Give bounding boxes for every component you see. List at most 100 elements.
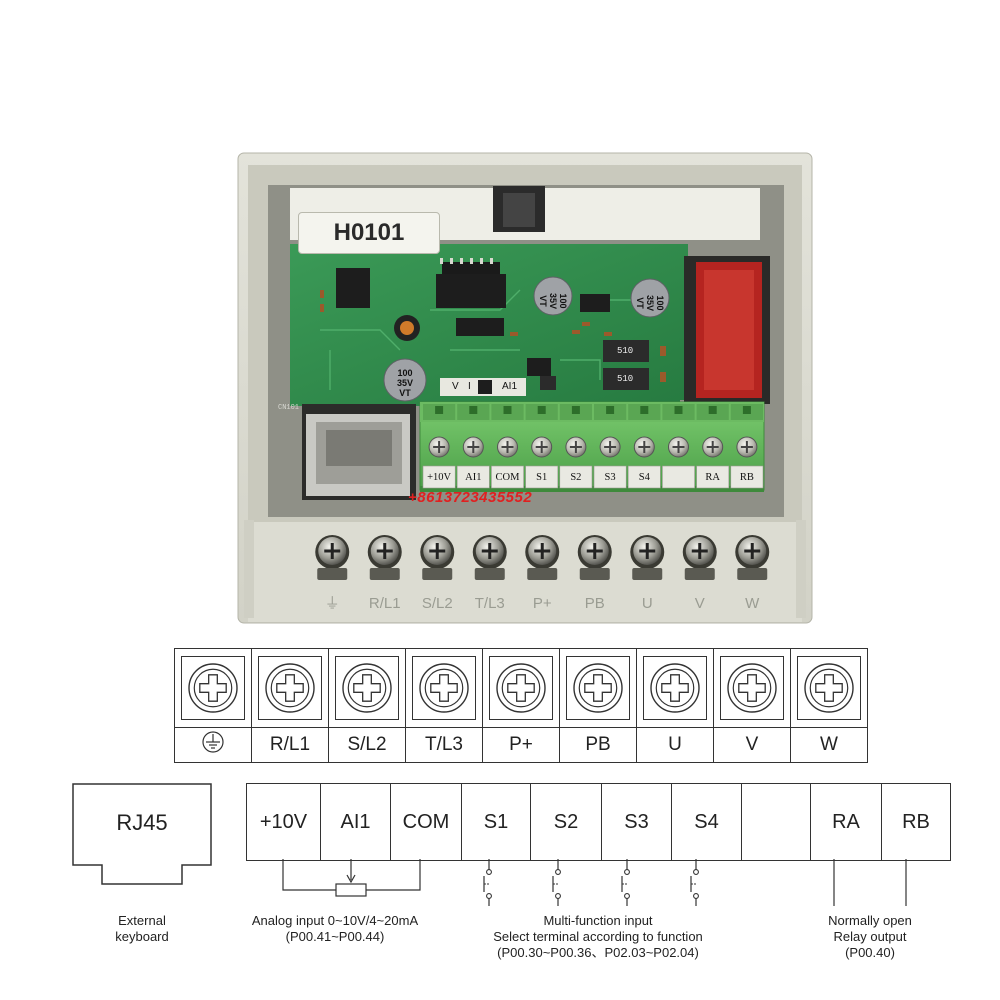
power-terminal-screw [735, 535, 770, 580]
cap-value: 100 [655, 295, 665, 311]
power-terminal-screw [367, 535, 402, 580]
note-line: (P00.40) [845, 945, 895, 960]
control-terminal-cell: COM [390, 783, 462, 861]
power-terminal-cell [328, 648, 406, 728]
screw-icon [258, 656, 322, 720]
power-terminal-label: PB [559, 727, 637, 763]
ground-icon [202, 731, 224, 753]
inverter-photo [237, 152, 813, 624]
resistor-code: 510 [617, 346, 634, 356]
jumper-label-i: I [468, 381, 471, 392]
control-terminal-screw [422, 404, 456, 489]
model-label: H0101 [298, 212, 440, 254]
product-photo: H0101 CN101 100 35V VT 100 35V VT 100 35… [237, 152, 813, 624]
control-terminal-screw [730, 404, 764, 489]
phone-watermark: +8613723435552 [408, 489, 533, 506]
note-line: Analog input 0~10V/4~20mA [251, 913, 419, 928]
control-terminal-screw [696, 404, 730, 489]
ground-terminal-label: ⏚ [324, 595, 340, 612]
power-terminal-label: T/L3 [474, 595, 505, 612]
power-terminal-label: U [636, 727, 714, 763]
ground-terminal-label [174, 727, 252, 763]
note-line: External [118, 913, 166, 928]
control-terminal-screw [593, 404, 627, 489]
screw-head-icon [342, 663, 392, 713]
power-terminal-cell [713, 648, 791, 728]
power-terminal-label: P+ [482, 727, 560, 763]
control-terminal-label [661, 469, 695, 487]
control-terminal-cell: RB [881, 783, 951, 861]
screw-icon [335, 656, 399, 720]
screw-icon [181, 656, 245, 720]
power-terminal-label: W [790, 727, 868, 763]
control-terminal-cell: S4 [671, 783, 742, 861]
control-terminal-label: +10V [259, 811, 308, 833]
cap-value: 100 [397, 368, 413, 378]
switch-icon [552, 869, 561, 899]
control-terminal-label: COM [495, 472, 520, 483]
note-analog-input: Analog input 0~10V/4~20mA (P00.41~P00.44… [210, 913, 460, 945]
note-line: Relay output [833, 929, 907, 944]
control-terminal-label: RB [902, 811, 930, 833]
rj45-outline [72, 783, 212, 885]
note-line: (P00.30~P00.36、P02.03~P02.04) [497, 945, 699, 960]
control-terminal-screw [627, 404, 661, 489]
cap-series: VT [538, 295, 548, 307]
cap-series: VT [399, 388, 411, 398]
control-terminal-label: S1 [483, 811, 509, 833]
screw-icon [720, 656, 784, 720]
power-terminal-cell [636, 648, 714, 728]
screw-icon [566, 656, 630, 720]
power-screw-row [174, 648, 868, 728]
note-line: Normally open [828, 913, 912, 928]
control-terminal-screw [456, 404, 490, 489]
wiring-lines [282, 859, 907, 906]
control-terminal-label: RB [739, 472, 754, 483]
power-terminal-label: PB [584, 595, 605, 612]
control-terminal-label: S2 [553, 811, 579, 833]
power-terminal-label: V [694, 595, 705, 612]
power-terminal-label: W [745, 595, 760, 612]
power-terminal-screw [577, 535, 612, 580]
screw-head-icon [650, 663, 700, 713]
control-terminal-label: AI1 [465, 472, 482, 483]
jumper-label-v: V [452, 381, 459, 392]
note-line: keyboard [115, 929, 169, 944]
control-terminal-cell: S3 [601, 783, 672, 861]
connector-label: CN101 [278, 404, 300, 412]
screw-icon [643, 656, 707, 720]
control-terminal-label: S2 [570, 472, 582, 483]
screw-head-icon [496, 663, 546, 713]
control-terminal-label: RA [832, 811, 860, 833]
switch-icon [483, 869, 492, 899]
power-terminal-label: S/L2 [328, 727, 406, 763]
power-terminal-label: P+ [532, 595, 552, 612]
cap-value: 100 [558, 293, 568, 309]
control-terminal-label: +10V [427, 472, 452, 483]
switch-icon [690, 869, 699, 899]
power-terminal-cell [559, 648, 637, 728]
power-terminal-screw [525, 535, 560, 580]
control-terminal-label: S1 [536, 472, 548, 483]
cap-voltage: 35V [548, 292, 558, 309]
control-terminal-screw [559, 404, 593, 489]
screw-head-icon [573, 663, 623, 713]
screw-icon [412, 656, 476, 720]
resistor-code: 510 [617, 374, 634, 384]
power-terminal-screw [682, 535, 717, 580]
screw-head-icon [265, 663, 315, 713]
power-terminal-screw [472, 535, 507, 580]
note-relay-output: Normally open Relay output (P00.40) [800, 913, 940, 961]
control-terminal-cell: S2 [530, 783, 602, 861]
capacitor-marking: 100 35V VT [538, 288, 568, 314]
screw-head-icon [188, 663, 238, 713]
power-terminal-label: T/L3 [405, 727, 483, 763]
note-external-keyboard: External keyboard [74, 913, 210, 945]
switch-icon [621, 869, 630, 899]
control-terminal-cell: +10V [246, 783, 321, 861]
control-terminal-label: S4 [638, 472, 650, 483]
